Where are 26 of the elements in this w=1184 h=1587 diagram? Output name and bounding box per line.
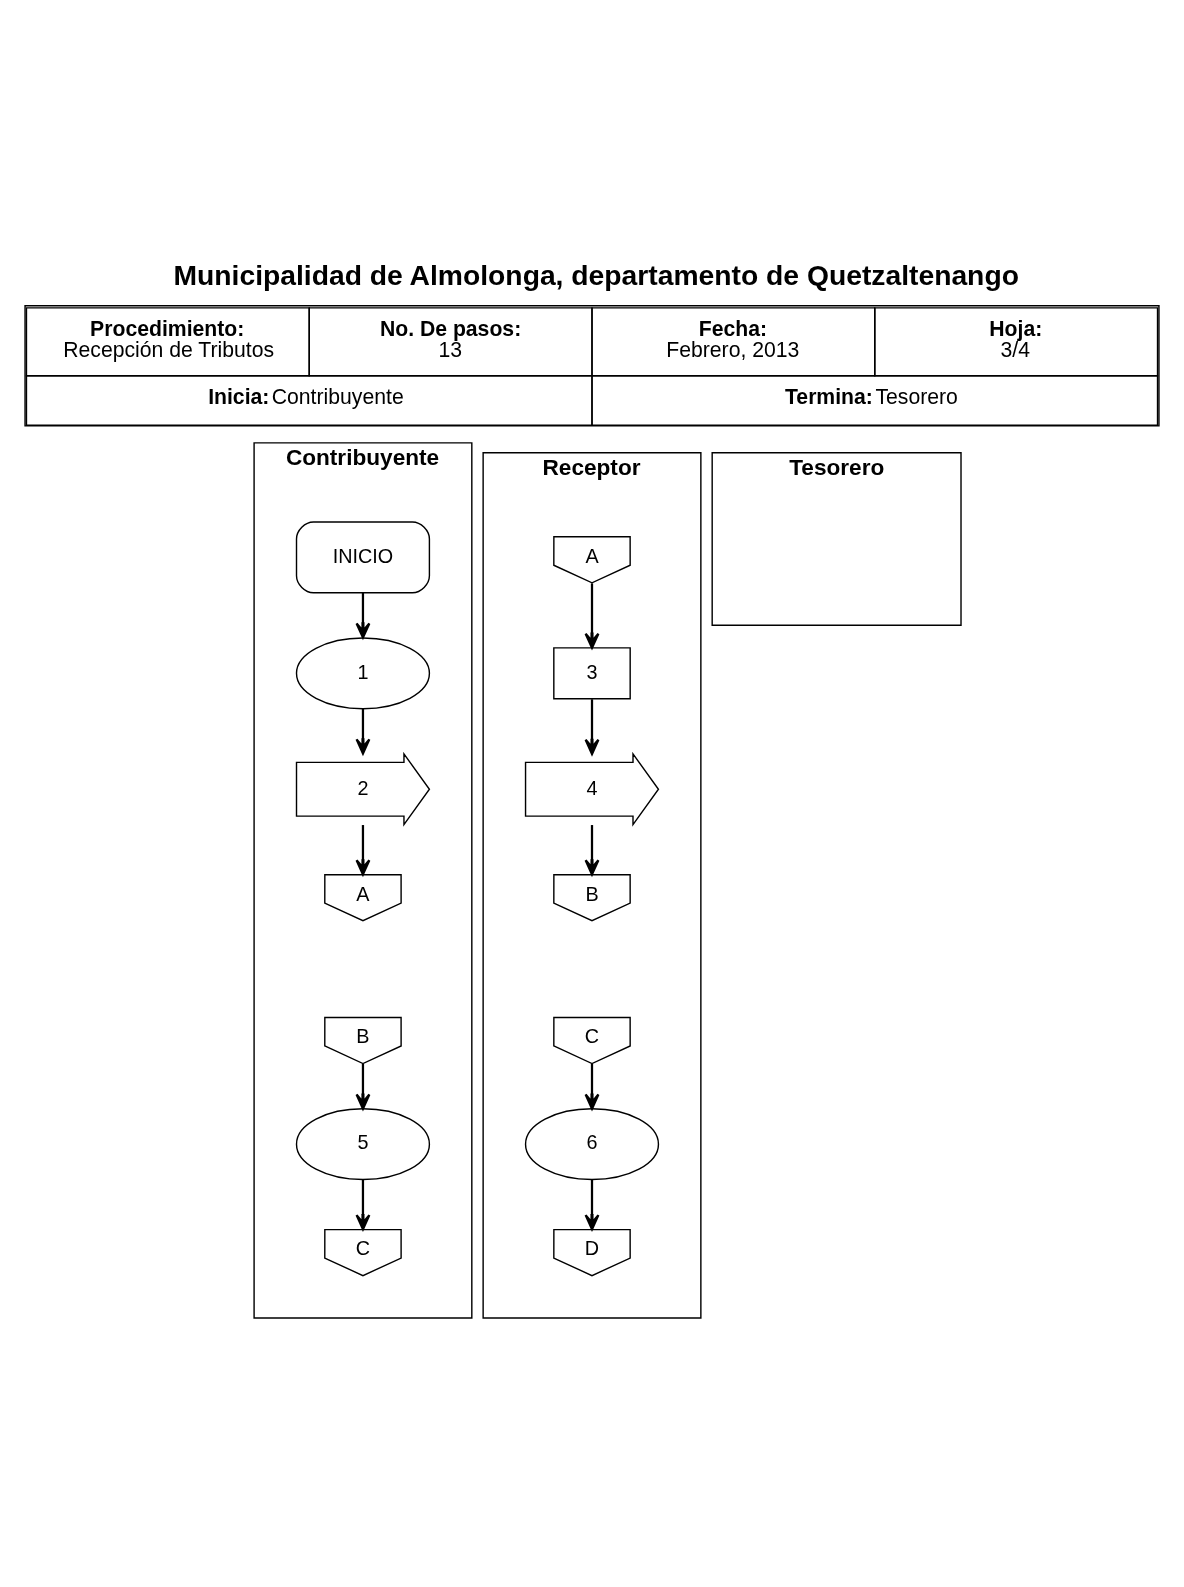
arrow: [584, 1063, 600, 1110]
label: Hoja:: [989, 317, 1043, 341]
diagram-title: Municipalidad de Almolonga, departamento de Quetzaltenango: [173, 258, 1019, 291]
node-box: Tesorero: [711, 452, 962, 626]
node-ellipse: 1: [295, 637, 431, 710]
label: Fecha:: [698, 317, 768, 341]
arrow: [355, 708, 371, 755]
arrow: [584, 583, 600, 649]
label: Tesorero: [875, 384, 958, 408]
label: Termina:: [784, 384, 873, 408]
node-box: 3: [553, 647, 631, 700]
node-ellipse: 6: [524, 1108, 660, 1181]
node-ellipse: 5: [295, 1108, 431, 1181]
label: Procedimiento:: [90, 317, 245, 341]
arrow: [584, 1179, 600, 1231]
label: Inicia:: [208, 384, 270, 408]
arrow: [355, 1063, 371, 1110]
label: Contribuyente: [271, 384, 404, 408]
node-box: INICIO: [295, 521, 431, 594]
label: Febrero, 2013: [666, 338, 800, 362]
arrow: [355, 592, 371, 639]
label: Recepción de Tributos: [63, 338, 275, 362]
arrow: [355, 1179, 371, 1231]
arrow: [355, 825, 371, 876]
arrow: [584, 699, 600, 756]
arrow: [584, 825, 600, 876]
